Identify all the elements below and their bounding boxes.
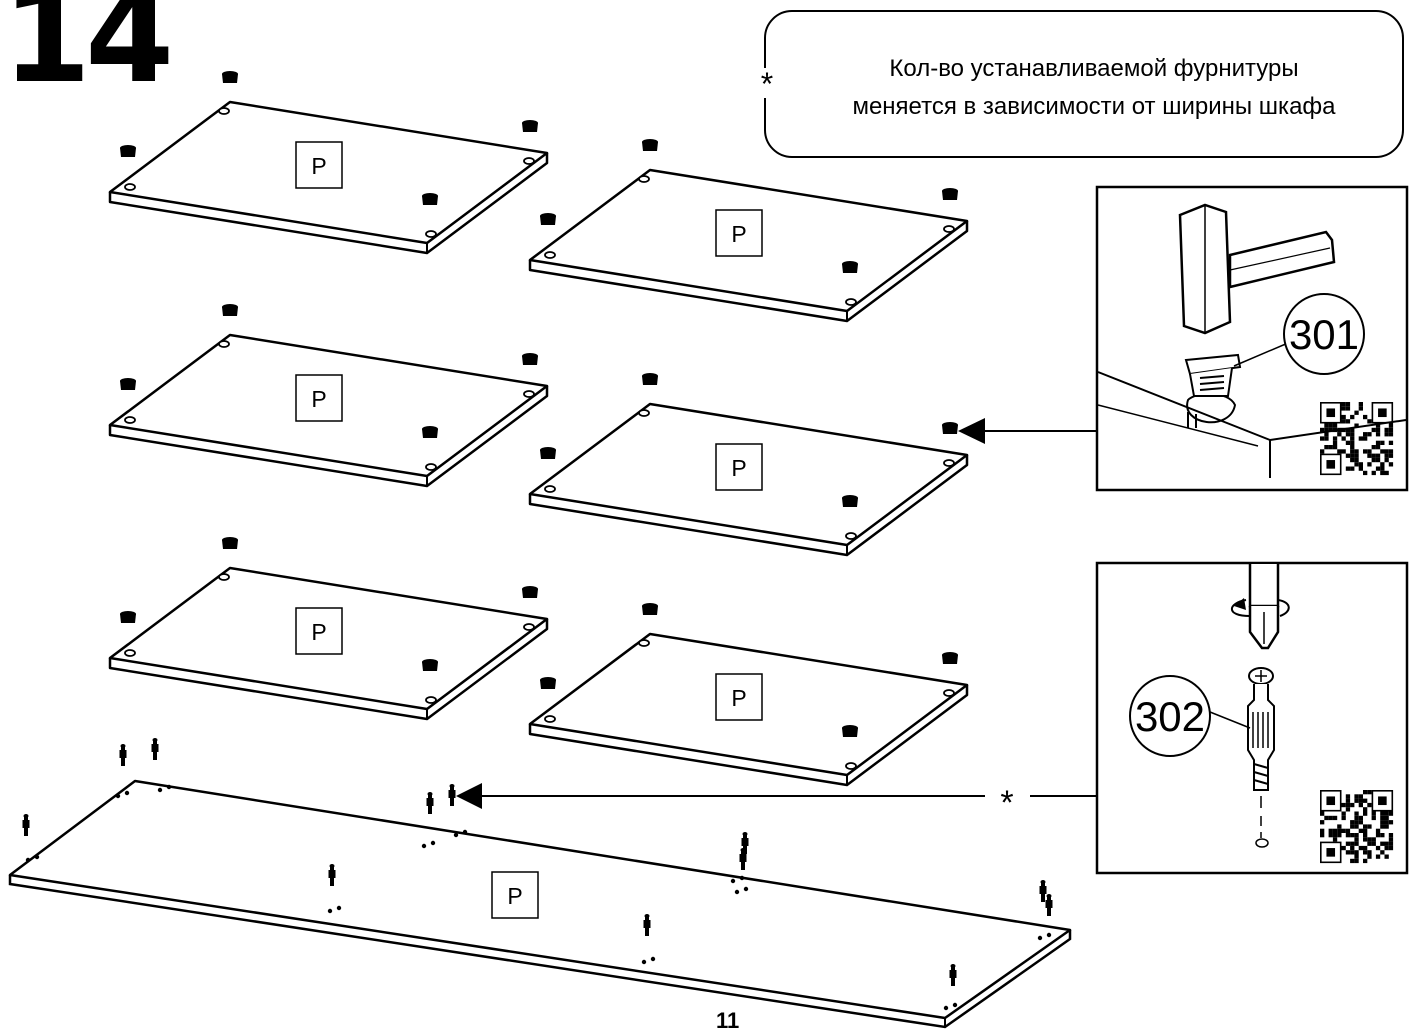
cam-fitting-marker [942,188,958,200]
shelf-panel: P [528,603,969,787]
cam-fitting-marker [842,495,858,507]
shelf-panel: P [528,373,969,557]
dowel-marker [448,784,456,806]
step-number: 14 [2,0,174,112]
panel-label: P [731,685,746,711]
cam-fitting-marker [422,426,438,438]
panel-label: P [311,153,326,179]
dowel-part-number: 302 [1135,693,1205,740]
cam-fitting-marker [642,139,658,151]
cam-fitting-marker [222,304,238,316]
dowel-marker [426,792,434,814]
panel-label: P [311,619,326,645]
cam-fitting-marker [942,422,958,434]
panel-label: P [311,386,326,412]
hammer-icon [1178,203,1336,335]
cam-fitting-marker [540,677,556,689]
note-line-2: меняется в зависимости от ширины шкафа [852,93,1336,120]
note-text: Кол-во устанавливаемой фурнитуры меняетс… [796,50,1392,126]
cam-fitting-marker [422,193,438,205]
dowel-marker [741,832,749,854]
dowel-callout-box: 302 [1095,561,1409,875]
note-line-1: Кол-во устанавливаемой фурнитуры [889,55,1299,82]
dowel-pointer-arrow: * [456,782,1097,822]
asterisk-marker: * [754,68,780,100]
cam-fitting-marker [422,659,438,671]
cam-fitting-icon [1184,353,1242,397]
shelf-panel: P [528,139,969,323]
cam-fitting-marker [120,145,136,157]
dowel-asterisk-marker: * [1000,784,1013,822]
cam-fitting-marker [942,652,958,664]
cam-fitting-marker [842,261,858,273]
dowel-icon [1247,667,1275,848]
cam-fitting-marker [642,603,658,615]
cam-callout-box: 301 [1095,185,1409,492]
cam-fitting-marker [522,586,538,598]
cam-fitting-marker [540,213,556,225]
cam-fitting-marker [120,611,136,623]
cam-part-number: 301 [1289,311,1359,358]
bottom-panel: P [8,738,1072,1029]
cam-fitting-marker [522,353,538,365]
cam-fitting-marker [222,537,238,549]
cam-fitting-marker [842,725,858,737]
cam-fitting-marker [120,378,136,390]
dowel-marker [151,738,159,760]
dowel-marker [739,848,747,870]
panel-label: P [731,221,746,247]
cam-fitting-marker [540,447,556,459]
panel-label: P [507,883,522,909]
shelf-panel: P [108,537,549,721]
cam-pointer-arrow [958,418,1097,444]
dowel-marker [1039,880,1047,902]
dowel-marker [949,964,957,986]
qr-code-icon [1320,402,1394,476]
shelf-panel: P [108,71,549,255]
dowel-marker [22,814,30,836]
dowel-marker [643,914,651,936]
cam-fitting-marker [222,71,238,83]
shelf-panel: P [108,304,549,488]
dowel-marker [1045,894,1053,916]
qr-code-icon [1320,790,1394,864]
note-callout: * Кол-во устанавливаемой фурнитуры меняе… [754,10,1404,158]
cam-fitting-marker [642,373,658,385]
screwdriver-icon [1230,564,1290,650]
dowel-marker [328,864,336,886]
panel-label: P [731,455,746,481]
cam-fitting-marker [522,120,538,132]
dowel-marker [119,744,127,766]
page-number: 11 [716,1008,740,1033]
